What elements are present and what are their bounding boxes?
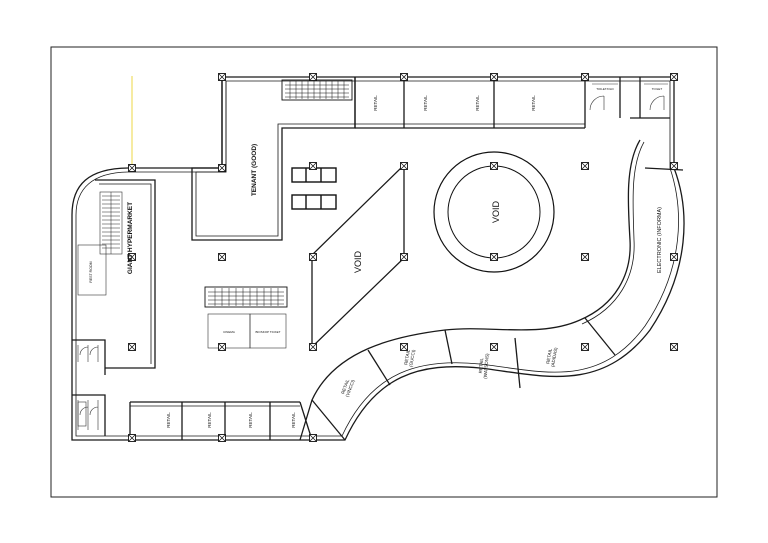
top-retail-label-2: RETAIL [423,95,428,111]
bottom-retail-label-2: RETAIL [207,412,212,428]
bottom-retail-row [129,401,313,441]
top-retail-row [354,77,670,129]
retail-watsons-label: RETAIL(WATSONS) [477,352,489,379]
drawing-frame [50,46,718,498]
kiosks [291,167,337,210]
top-retail-label-1: RETAIL [373,95,378,111]
retail-gucci-label: RETAIL(GUCCI) [403,348,416,367]
toilet-label-2: TOILET [652,87,663,91]
electronic-inner-wall [299,139,641,441]
top-retail-label-4: RETAIL [531,95,536,111]
hypermarket-label: GIANT HYPERMARKET [127,202,134,274]
bottom-retail-label-4: RETAIL [291,412,296,428]
tenant-block [191,77,356,241]
outer-wall [71,76,685,441]
void-left-label: VOID [353,251,363,274]
tenant-label: TENANT (GOOD) [251,144,258,196]
electronic-label: ELECTRONIC (INFORMA) [657,207,663,273]
rest-room-label: REST ROOM [89,261,93,282]
bottom-retail-label-3: RETAIL [248,412,253,428]
cinema-booths [207,313,287,349]
toilet-label-1: TOILET/OLD [596,87,614,91]
hypermarket-block [72,179,156,436]
retail-vincci-label: RETAIL(VINCCI) [340,377,356,398]
void-center-label: VOID [491,201,501,224]
bottom-retail-label-1: RETAIL [166,412,171,428]
top-retail-label-3: RETAIL [475,95,480,111]
escalator-middle [204,286,288,308]
escalator-top [281,79,353,101]
cinema-ticket-label: BIOSKOP TICKET [256,330,281,334]
structural-columns [128,73,678,442]
retail-adidas-label: RETAIL(ADIDAS) [545,346,559,368]
cinema-label: CINEMA [223,330,235,334]
